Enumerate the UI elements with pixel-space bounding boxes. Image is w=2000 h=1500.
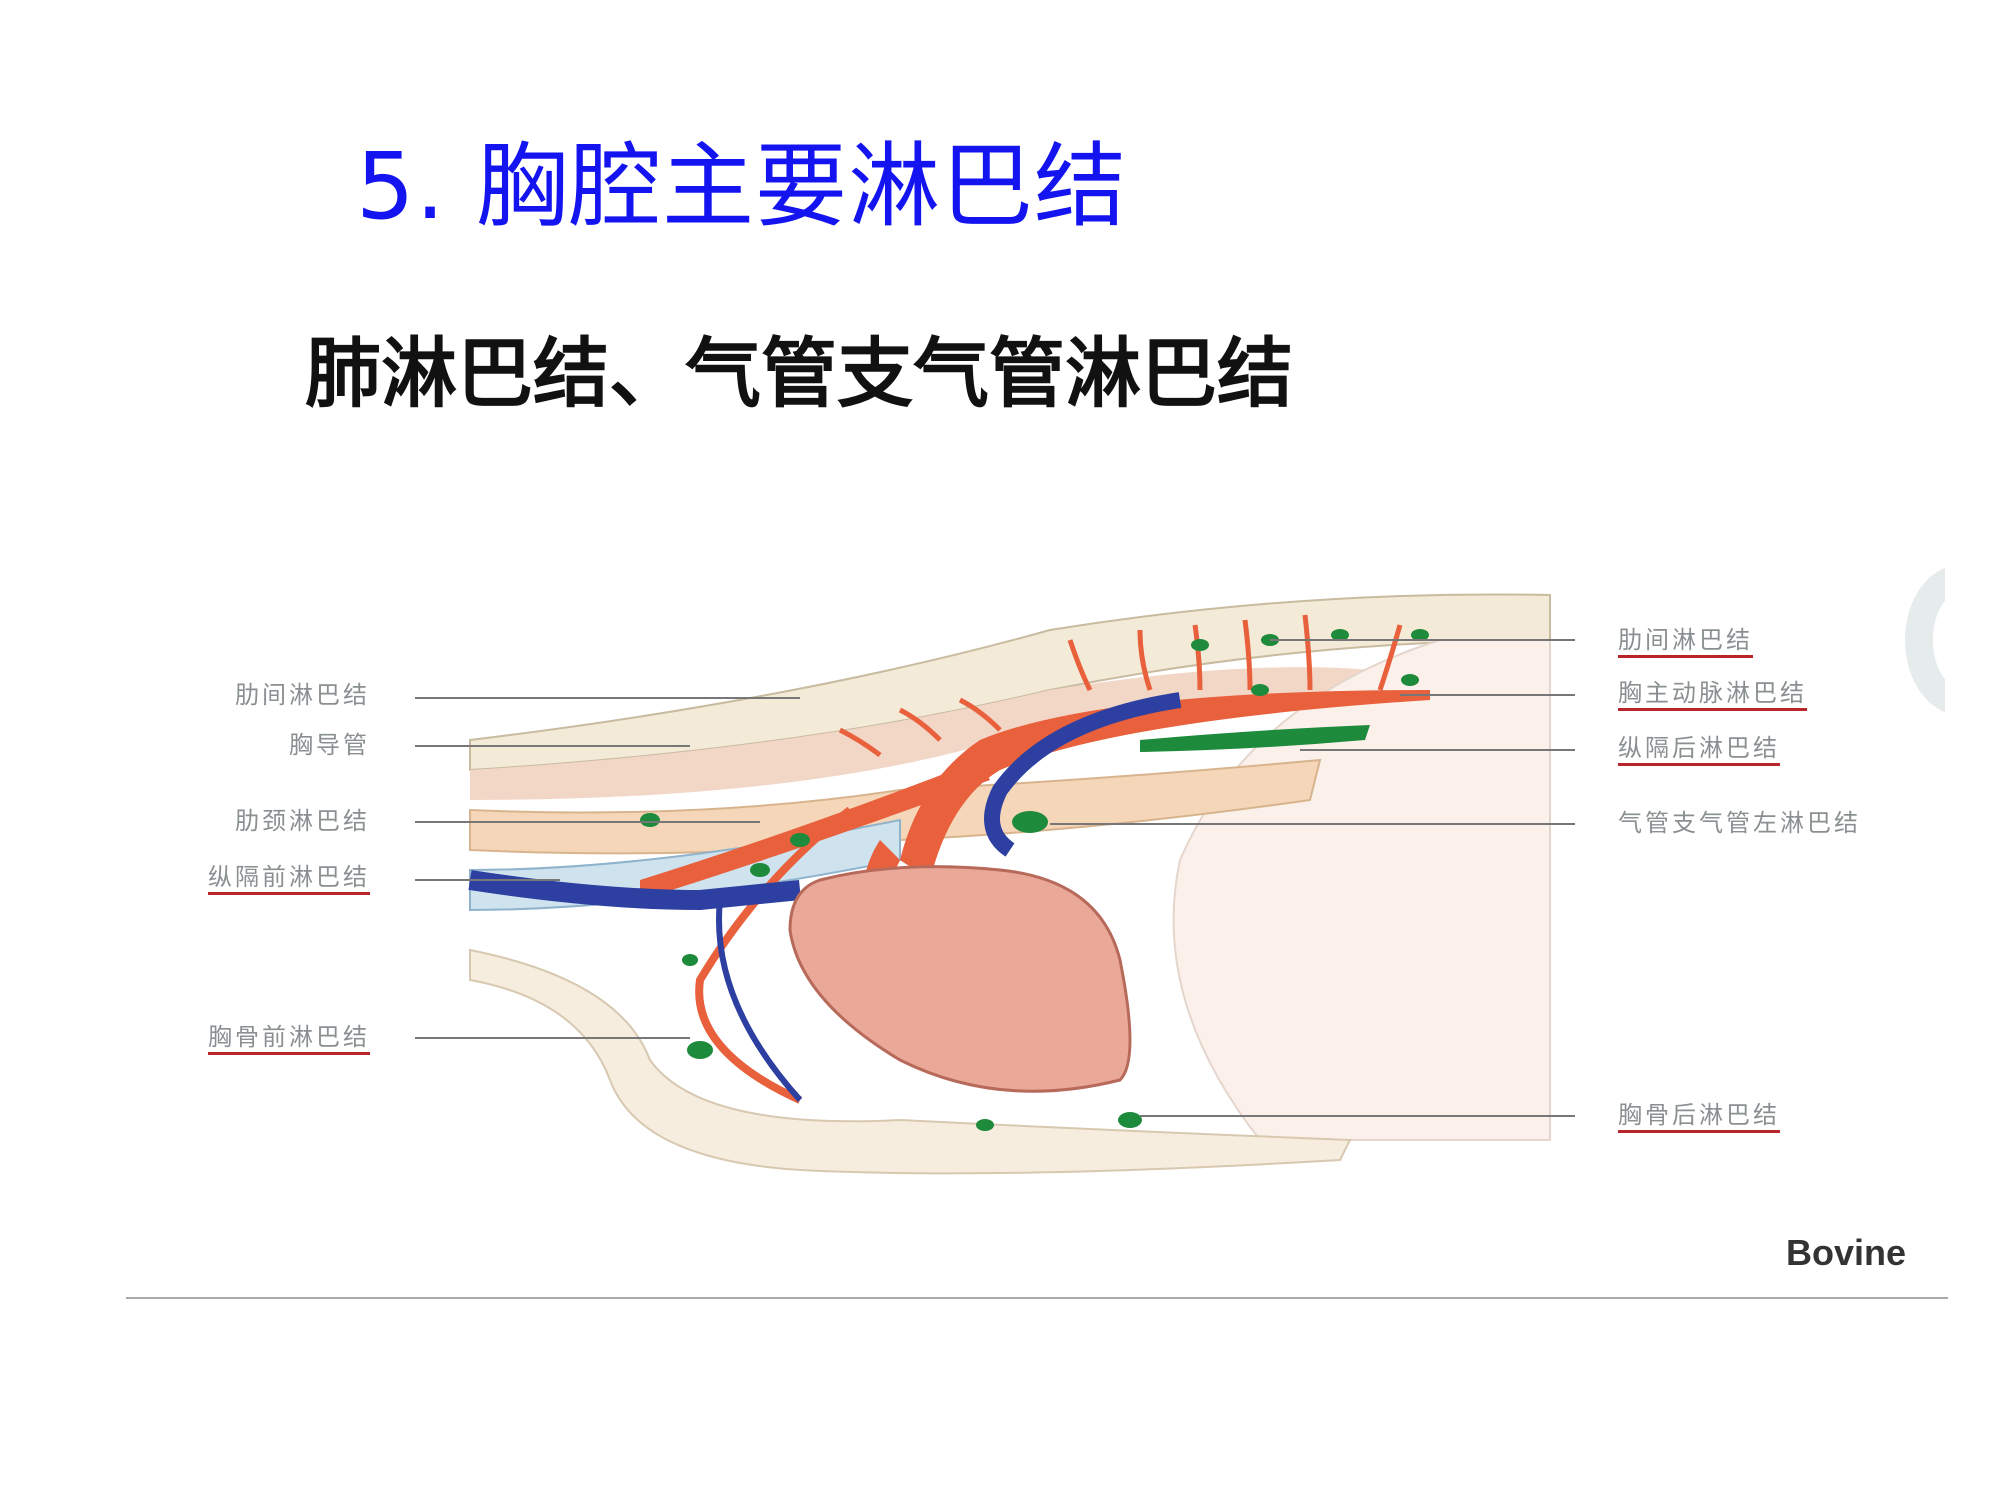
label-left-tracheobronchial-lymph-node: 气管支气管左淋巴结 (1618, 809, 1861, 837)
divider-line (126, 1297, 1948, 1299)
slide-title: 5. 胸腔主要淋巴结 (356, 133, 1128, 240)
bovine-thorax-lymph-diagram (415, 593, 1575, 1175)
label-caudal-sternal-lymph-node: 胸骨后淋巴结 (1618, 1100, 1780, 1133)
label-costocervical-lymph-node: 肋颈淋巴结 (235, 807, 370, 835)
species-caption: Bovine (1786, 1232, 1907, 1273)
label-cranial-mediastinal-lymph-node: 纵隔前淋巴结 (208, 862, 370, 895)
label-cranial-sternal-lymph-node: 胸骨前淋巴结 (208, 1022, 370, 1055)
decorative-arc (1905, 565, 1945, 715)
label-thoracic-aortic-lymph-node: 胸主动脉淋巴结 (1618, 678, 1807, 711)
label-intercostal-lymph-node-right: 肋间淋巴结 (1618, 625, 1753, 658)
slide-subtitle: 肺淋巴结、气管支气管淋巴结 (305, 329, 1293, 418)
label-intercostal-lymph-node-left: 肋间淋巴结 (235, 681, 370, 709)
label-thoracic-duct: 胸导管 (289, 731, 370, 759)
label-caudal-mediastinal-lymph-node: 纵隔后淋巴结 (1618, 733, 1780, 766)
